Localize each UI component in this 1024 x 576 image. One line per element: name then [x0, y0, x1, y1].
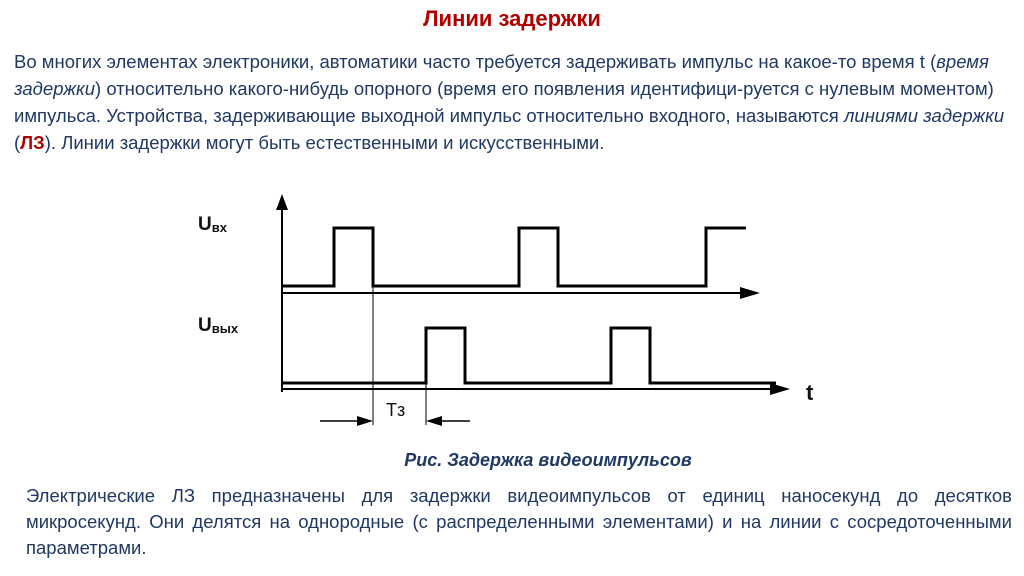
intro-abbr-lz: ЛЗ — [20, 132, 45, 153]
input-signal — [282, 226, 746, 288]
intro-term-delay-time: время задержки — [14, 51, 989, 99]
vertical-axis-arrow — [276, 194, 288, 210]
delay-arrow-left-head — [357, 416, 373, 426]
output-time-axis-arrow — [770, 383, 790, 395]
delay-time-label: Тз — [386, 400, 405, 420]
output-voltage-subscript: вых — [212, 321, 239, 336]
outro-paragraph: Электрические ЛЗ предназначены для задер… — [26, 485, 1012, 558]
input-time-axis-arrow — [740, 287, 760, 299]
intro-text-2: ) относительно какого-нибудь опорного (в… — [14, 78, 994, 126]
input-voltage-subscript: вх — [212, 220, 228, 235]
output-voltage-label: Uвых — [198, 315, 239, 336]
delay-arrow-right-head — [426, 416, 442, 426]
figure-caption: Рис. Задержка видеоимпульсов — [404, 450, 692, 470]
intro-text-4: ). Линии задержки могут быть естественны… — [44, 132, 605, 153]
input-voltage-label: Uвх — [198, 214, 228, 235]
intro-text-3: ( — [14, 132, 21, 153]
slide-title: Линии задержки — [423, 6, 601, 31]
intro-term-delay-lines: линиями задержки — [843, 105, 1005, 126]
intro-text-1: Во многих элементах электроники, автомат… — [14, 51, 937, 72]
time-axis-label: t — [806, 380, 814, 405]
intro-paragraph: Во многих элементах электроники, автомат… — [14, 48, 1014, 156]
output-signal — [282, 326, 776, 385]
